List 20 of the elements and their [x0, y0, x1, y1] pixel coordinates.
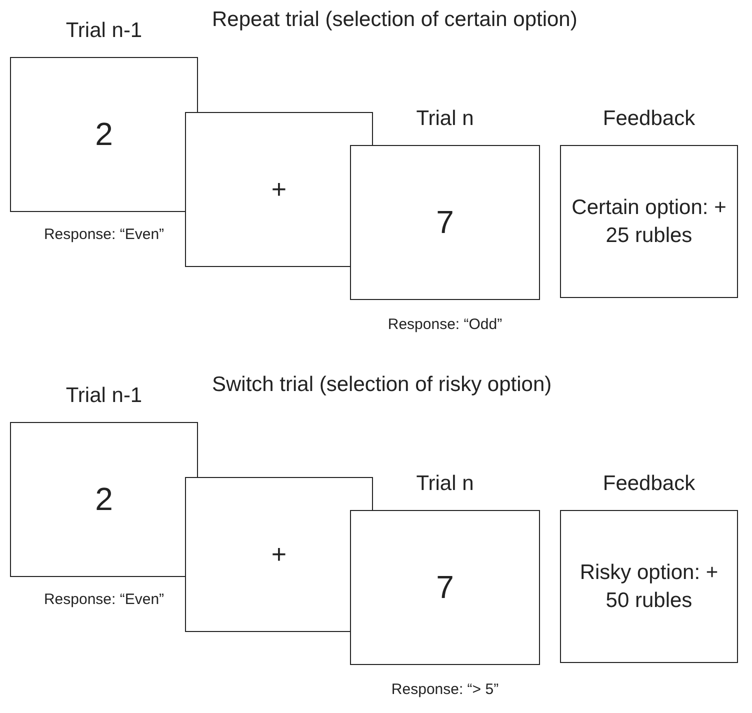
response-caption: Response: “Odd”: [386, 316, 504, 333]
screen-heading: Feedback: [602, 472, 696, 496]
screen-heading: Trial n-1: [64, 19, 144, 43]
stimulus-text: 7: [436, 202, 454, 242]
stimulus-text: +: [271, 172, 287, 206]
screen-heading: Feedback: [602, 107, 696, 131]
response-caption: Response: “> 5”: [390, 681, 500, 698]
feedback-text: Risky option: + 50 rubles: [578, 560, 720, 614]
stimulus-text: 2: [95, 114, 113, 154]
feedback-text: Certain option: + 25 rubles: [570, 195, 728, 248]
stimulus-text: 7: [436, 568, 454, 607]
response-caption: Response: “Even”: [42, 226, 166, 243]
trial-type-title: Repeat trial (selection of certain option): [212, 8, 578, 32]
stimulus-text: 2: [95, 480, 113, 519]
screen-heading: Trial n: [415, 107, 475, 131]
stimulus-text: +: [271, 538, 287, 571]
response-caption: Response: “Even”: [42, 591, 166, 608]
screen-heading: Trial n: [415, 472, 475, 496]
screen-heading: Trial n-1: [64, 384, 144, 408]
trial-type-title: Switch trial (selection of risky option): [212, 373, 552, 397]
